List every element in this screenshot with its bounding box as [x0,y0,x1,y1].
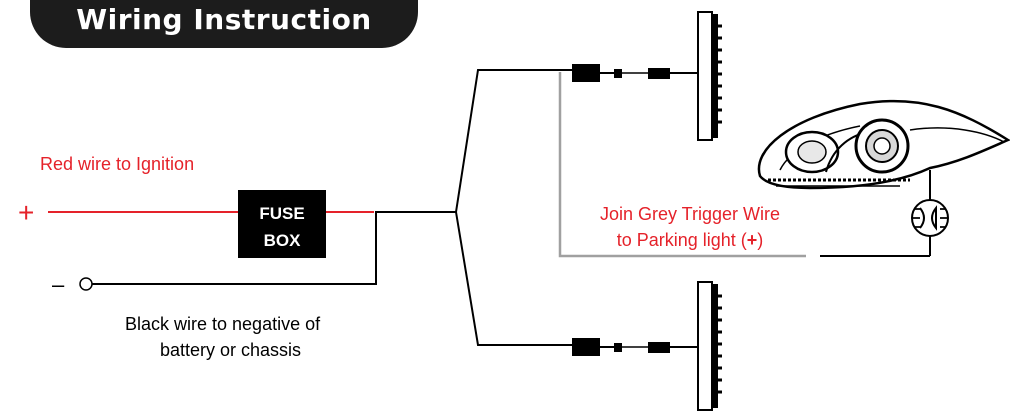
negative-terminal-icon [79,277,93,291]
fuse-box: FUSE BOX [238,190,326,258]
headlight-icon [757,99,1010,190]
upper-branch-wire [455,69,572,213]
upper-connector-icon [572,64,698,82]
svg-text:to Parking light (+): to Parking light (+) [617,230,764,250]
fuse-box-label-line1: FUSE [259,204,304,223]
negative-terminal-sign: – [52,272,65,297]
grey-wire-label-line2: to Parking light ( [617,230,747,250]
grey-wire-plus-sign: + [747,230,758,250]
positive-terminal-sign: + [18,197,34,228]
black-wire [92,211,456,285]
grey-wire-label-line1: Join Grey Trigger Wire [600,204,780,224]
black-wire-label-line1: Black wire to negative of [125,314,321,334]
grey-wire-label-close: ) [757,230,763,250]
lower-led-module-icon [697,281,722,411]
red-wire-label: Red wire to Ignition [40,154,194,174]
upper-led-module-icon [697,11,722,141]
title-banner: Wiring Instruction [30,0,418,48]
fuse-box-label-line2: BOX [264,231,302,250]
grey-trigger-wire [558,72,806,258]
page-title: Wiring Instruction [76,3,372,36]
lower-branch-wire [455,211,572,346]
lower-connector-icon [572,338,698,356]
black-wire-label-line2: battery or chassis [160,340,301,360]
parking-light-symbol-icon [911,199,949,237]
